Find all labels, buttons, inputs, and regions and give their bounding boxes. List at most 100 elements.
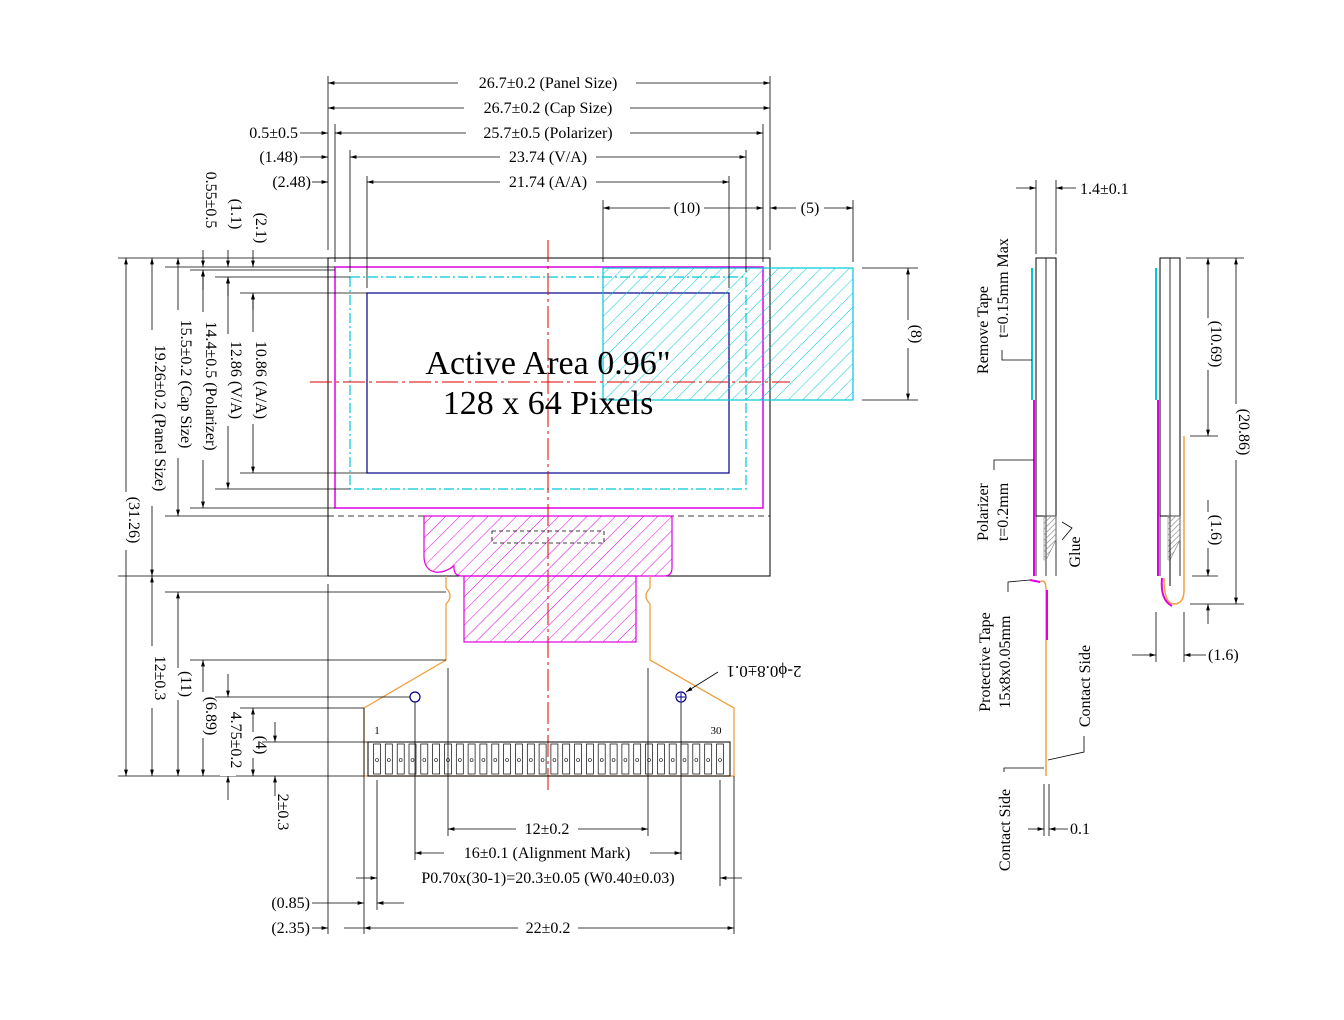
contact-finger (657, 743, 665, 775)
contact-finger (550, 743, 559, 775)
contact-via (576, 758, 580, 762)
right-dimension: (8) (862, 267, 924, 401)
dim-2-1: (2.1) (252, 213, 269, 244)
ic-region (423, 515, 673, 577)
contact-finger (467, 743, 476, 775)
contact-finger (574, 743, 582, 775)
bottom-dimensions: 12±0.2 16±0.1 (Alignment Mark) P0.70x(30… (271, 584, 742, 937)
dim-1-6-horizontal: (1.6) (1208, 647, 1239, 664)
contact-finger (668, 743, 677, 775)
dim-fpc-length: 12±0.3 (151, 656, 168, 701)
dim-11: (11) (177, 671, 194, 697)
dim-2: 2±0.3 (274, 794, 291, 831)
dim-va-width: 23.74 (V/A) (509, 149, 587, 166)
dim-polarizer-height: 14.4±0.5 (Polarizer) (202, 321, 219, 450)
contact-via (434, 758, 438, 762)
dim-10-69: (10.69) (1207, 321, 1224, 368)
contact-via (670, 758, 675, 762)
contact-fingers (373, 743, 724, 775)
dim-aa-width: 21.74 (A/A) (509, 174, 587, 191)
contact-via (457, 758, 462, 762)
contact-via (552, 758, 557, 762)
contact-via (588, 758, 592, 762)
contact-finger (503, 743, 511, 775)
contact-finger (515, 743, 523, 775)
dim-1-6-vertical: (1.6) (1207, 515, 1224, 546)
polarizer-thickness: t=0.2mm (995, 482, 1012, 541)
contact-via (635, 758, 640, 762)
dim-alignment-mark: 16±0.1 (Alignment Mark) (464, 845, 631, 862)
protective-tape-size: 15x8x0.05mm (997, 615, 1014, 708)
contact-finger (562, 743, 571, 775)
side-thickness: 1.4±0.1 (1080, 181, 1129, 198)
contact-finger (633, 743, 642, 775)
contact-via (481, 758, 486, 762)
contact-finger (455, 743, 464, 775)
contact-finger (704, 743, 713, 775)
contact-finger (526, 743, 535, 775)
contact-finger (586, 743, 594, 775)
contact-finger (692, 743, 701, 775)
dim-panel-height: 19.26±0.2 (Panel Size) (151, 345, 168, 492)
contact-via (694, 758, 699, 762)
contact-finger (716, 743, 724, 775)
contact-via (682, 758, 687, 762)
glue-label: Glue (1067, 536, 1084, 567)
contact-finger (538, 743, 547, 775)
dim-0-85: (0.85) (271, 895, 310, 912)
contact-via (517, 758, 521, 762)
contact-via (422, 758, 427, 762)
contact-finger (432, 743, 440, 775)
top-dimensions: 26.7±0.2 (Panel Size) 26.7±0.2 (Cap Size… (249, 72, 854, 288)
contact-finger (597, 743, 606, 775)
contact-finger (420, 743, 429, 775)
contact-finger-area (367, 741, 731, 777)
contact-finger (479, 743, 488, 775)
contact-side-upper: Contact Side (1077, 645, 1094, 727)
contact-via (540, 758, 545, 762)
side-fpc (1039, 580, 1047, 776)
contact-finger (645, 743, 653, 775)
side-glue (1043, 515, 1057, 561)
dim-polarizer-offset: 0.5±0.5 (249, 125, 298, 142)
pin-30-label: 30 (711, 725, 723, 737)
contact-via (599, 758, 604, 762)
polarizer-label: Polarizer (975, 482, 992, 540)
folded-view: (10.69) (20.86) (1.6) (1.6) (1132, 257, 1252, 664)
contact-via (386, 758, 391, 762)
contact-finger (680, 743, 689, 775)
remove-tape-label: Remove Tape (975, 286, 992, 374)
remove-tape-thickness: t=0.15mm Max (995, 238, 1012, 338)
dim-cap-width: 26.7±0.2 (Cap Size) (484, 100, 613, 117)
front-view: Active Area 0.96" 128 x 64 Pixels 2-ϕ0.8… (310, 240, 854, 790)
dim-aa-height: 10.86 (A/A) (252, 341, 269, 419)
dim-pin-pitch: P0.70x(30-1)=20.3±0.05 (W0.40±0.03) (421, 870, 674, 887)
contact-via (528, 758, 533, 762)
active-area-title: Active Area 0.96" (425, 345, 670, 382)
contact-via (623, 758, 628, 762)
dim-1-1: (1.1) (227, 199, 244, 230)
fpc-stiffener (463, 575, 637, 643)
contact-via (718, 758, 722, 762)
contact-via (564, 758, 569, 762)
contact-via (706, 758, 711, 762)
dim-4-75: 4.75±0.2 (227, 712, 244, 769)
contact-via (469, 758, 474, 762)
contact-via (398, 758, 403, 762)
dim-va-offset: (1.48) (259, 149, 298, 166)
dim-0-55: 0.55±0.5 (202, 172, 219, 229)
contact-finger (609, 743, 618, 775)
dim-10: (10) (674, 200, 701, 217)
driver-ic-outline (491, 530, 605, 544)
side-view: 1.4±0.1 Remove Tape t=0.15mm Max Polariz… (975, 180, 1129, 871)
contact-finger (621, 743, 630, 775)
dim-8: (8) (907, 325, 924, 344)
protective-tape-area (602, 267, 854, 401)
contact-via (505, 758, 509, 762)
alignment-hole-left (409, 691, 421, 703)
dim-5: (5) (801, 200, 820, 217)
contact-via (493, 758, 498, 762)
dim-cap-height: 15.5±0.2 (Cap Size) (177, 320, 194, 449)
